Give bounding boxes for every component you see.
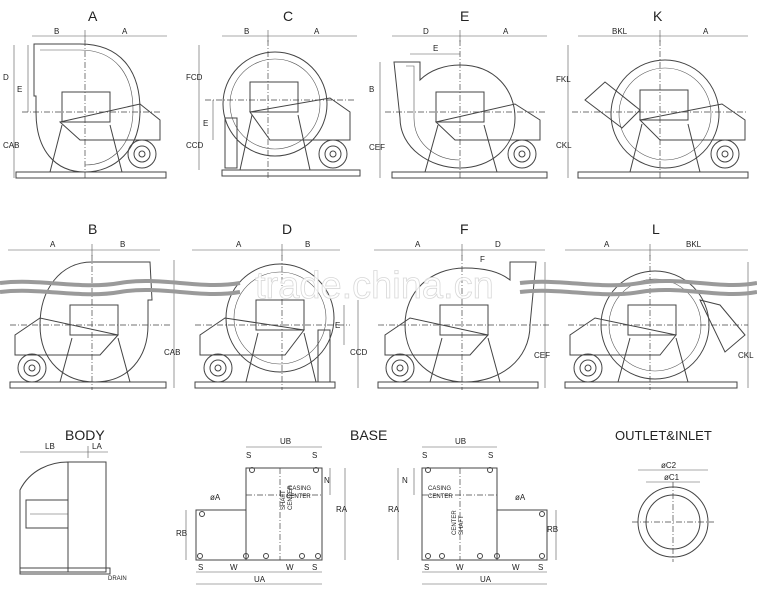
arrangement-d-diagram: D A B E CCD [192, 221, 368, 390]
svg-text:E: E [433, 44, 438, 53]
svg-text:trade.china.cn: trade.china.cn [255, 265, 494, 307]
svg-text:W: W [456, 563, 464, 572]
svg-text:F: F [480, 255, 485, 264]
arrangement-title: A [88, 8, 98, 24]
svg-text:CCD: CCD [186, 141, 204, 150]
arrangement-a-diagram: A B A D E CAB [3, 8, 167, 179]
svg-text:W: W [286, 563, 294, 572]
svg-text:K: K [653, 8, 663, 24]
svg-text:S: S [198, 563, 203, 572]
arrangement-k-diagram: K BKL A FKL CKL [556, 8, 749, 179]
svg-text:S: S [312, 451, 317, 460]
svg-text:OUTLET&INLET: OUTLET&INLET [615, 428, 712, 443]
svg-text:S: S [246, 451, 251, 460]
svg-text:BKL: BKL [686, 240, 702, 249]
svg-text:SHAFT: SHAFT [281, 490, 287, 510]
svg-text:B: B [244, 27, 249, 36]
svg-text:A: A [50, 240, 56, 249]
svg-text:CENTER: CENTER [428, 494, 453, 500]
svg-text:A: A [236, 240, 242, 249]
svg-text:E: E [460, 8, 469, 24]
svg-text:A: A [703, 27, 709, 36]
svg-text:D: D [495, 240, 501, 249]
svg-text:CASING: CASING [428, 486, 451, 492]
svg-text:UA: UA [480, 575, 492, 584]
svg-text:W: W [230, 563, 238, 572]
svg-text:RA: RA [388, 505, 400, 514]
svg-text:øC1: øC1 [664, 473, 680, 482]
svg-text:UA: UA [254, 575, 266, 584]
svg-text:CEF: CEF [369, 143, 385, 152]
arrangement-e-diagram: E D A E B CEF [369, 8, 548, 179]
svg-text:S: S [424, 563, 429, 572]
svg-text:D: D [423, 27, 429, 36]
svg-text:B: B [120, 240, 125, 249]
svg-text:RB: RB [547, 525, 558, 534]
base-right-diagram: UB S S CASING CENTER CENTER SHAFT N RA R… [388, 437, 558, 585]
svg-text:A: A [604, 240, 610, 249]
svg-text:A: A [415, 240, 421, 249]
watermark: trade.china.cn [0, 265, 757, 307]
body-diagram: BODY LB LA DRAIN [19, 427, 127, 582]
svg-text:BASE: BASE [350, 427, 387, 443]
svg-text:S: S [312, 563, 317, 572]
svg-text:UB: UB [280, 437, 291, 446]
svg-text:FKL: FKL [556, 75, 571, 84]
svg-text:W: W [512, 563, 520, 572]
svg-text:N: N [402, 476, 408, 485]
base-left-diagram: BASE UB S S CASING CENTER SHAFT CENTER N… [176, 427, 387, 585]
svg-text:UB: UB [455, 437, 466, 446]
svg-text:LA: LA [92, 442, 102, 451]
svg-text:CKL: CKL [738, 351, 754, 360]
arrangement-c-diagram: C B A FCD E CCD [186, 8, 361, 178]
svg-text:CKL: CKL [556, 141, 572, 150]
svg-text:A: A [503, 27, 509, 36]
svg-text:S: S [538, 563, 543, 572]
arrangement-b-diagram: B A B CAB [8, 221, 180, 390]
svg-text:CAB: CAB [3, 141, 19, 150]
svg-text:A: A [122, 27, 128, 36]
svg-text:D: D [3, 73, 9, 82]
svg-text:SHAFT: SHAFT [459, 515, 465, 535]
svg-text:E: E [203, 119, 208, 128]
svg-text:RA: RA [336, 505, 348, 514]
svg-text:S: S [488, 451, 493, 460]
svg-text:BKL: BKL [612, 27, 628, 36]
svg-text:B: B [54, 27, 59, 36]
svg-text:FCD: FCD [186, 73, 203, 82]
svg-text:BODY: BODY [65, 427, 105, 443]
svg-text:B: B [305, 240, 310, 249]
svg-text:E: E [17, 85, 22, 94]
svg-text:N: N [324, 476, 330, 485]
svg-text:C: C [283, 8, 293, 24]
svg-text:CCD: CCD [350, 348, 368, 357]
svg-text:RB: RB [176, 529, 187, 538]
arrangement-l-diagram: L A BKL CKL [564, 221, 754, 390]
svg-text:DRAIN: DRAIN [108, 576, 127, 582]
svg-text:E: E [335, 321, 340, 330]
svg-text:B: B [88, 221, 97, 237]
svg-text:CASING: CASING [288, 486, 311, 492]
svg-text:øA: øA [210, 493, 221, 502]
svg-text:LB: LB [45, 442, 55, 451]
svg-text:L: L [652, 221, 660, 237]
svg-text:B: B [369, 85, 374, 94]
svg-text:øA: øA [515, 493, 526, 502]
svg-text:CENTER: CENTER [452, 510, 458, 535]
outlet-inlet-diagram: OUTLET&INLET øC2 øC1 [615, 428, 714, 562]
svg-text:CEF: CEF [534, 351, 550, 360]
svg-text:A: A [314, 27, 320, 36]
svg-text:D: D [282, 221, 292, 237]
svg-text:CENTER: CENTER [286, 494, 311, 500]
svg-text:S: S [422, 451, 427, 460]
svg-text:CENTER: CENTER [288, 485, 294, 510]
svg-text:F: F [460, 221, 469, 237]
svg-text:CAB: CAB [164, 348, 180, 357]
svg-text:øC2: øC2 [661, 461, 677, 470]
